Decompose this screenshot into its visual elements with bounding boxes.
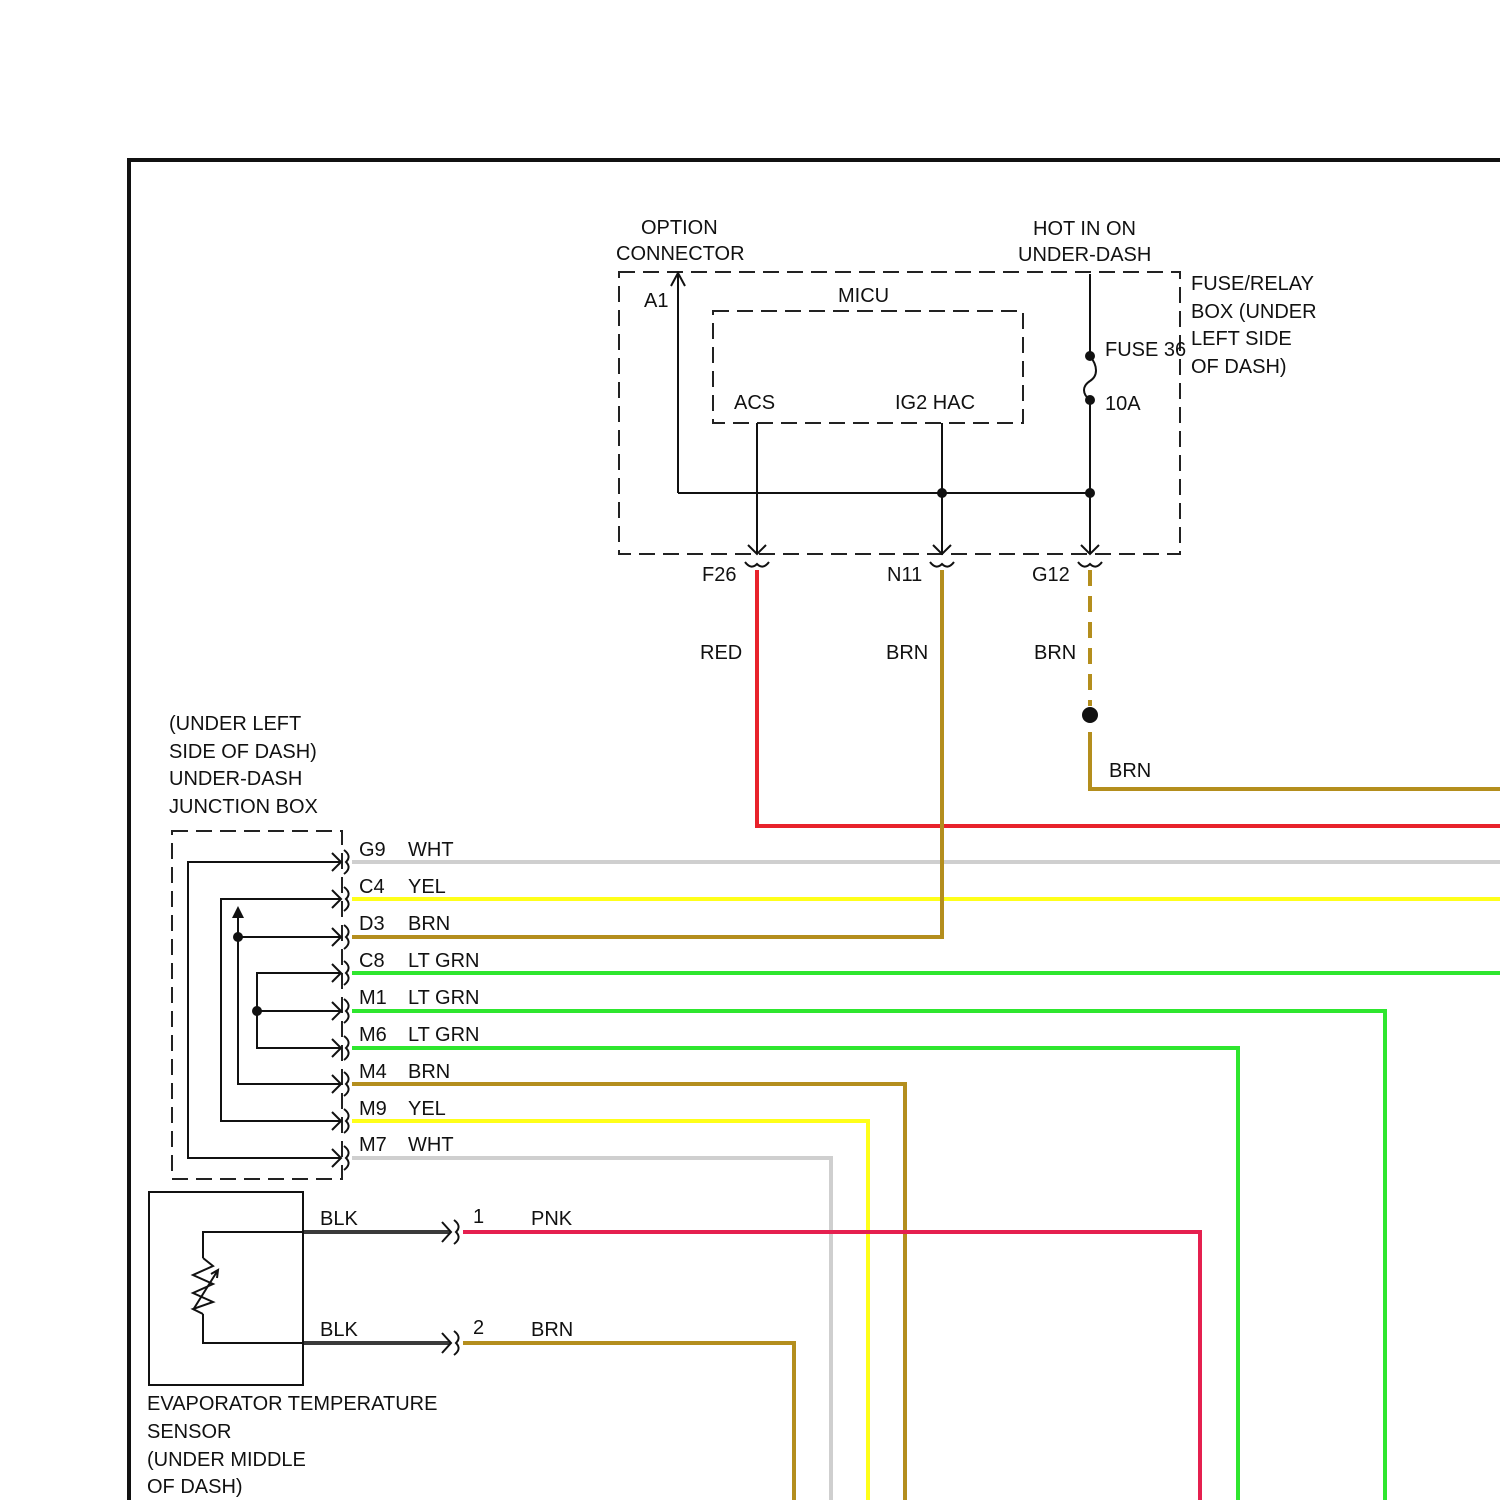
wire-brn-g12-branch xyxy=(1090,732,1500,789)
connector-socket xyxy=(1078,562,1102,567)
junction-pin-m9: M9 xyxy=(359,1098,387,1120)
sensor-pin-2-label: 2 xyxy=(473,1317,484,1339)
fuse-relay-box-label-4: OF DASH) xyxy=(1191,356,1287,378)
junction-wire-m1: LT GRN xyxy=(408,987,480,1009)
fuse-relay-box: OPTION CONNECTOR A1 MICU ACS IG2 HAC HOT… xyxy=(616,217,1317,554)
sensor-wire-2-label: BRN xyxy=(531,1319,573,1341)
option-connector-label-1: OPTION xyxy=(641,217,718,239)
junction-box: (UNDER LEFT SIDE OF DASH) UNDER-DASH JUN… xyxy=(169,713,480,1179)
junction-pin-c8: C8 xyxy=(359,950,385,972)
sensor-wire-1-label: PNK xyxy=(531,1208,573,1230)
wire-f26-color-label: RED xyxy=(700,642,742,664)
fuse-terminal-top xyxy=(1085,351,1095,361)
wire-wht-m7 xyxy=(352,1158,831,1500)
junction-pin-d3: D3 xyxy=(359,913,385,935)
wire-yel-m9 xyxy=(352,1121,868,1500)
junction-box-label-3: UNDER-DASH xyxy=(169,768,302,790)
top-connectors: F26 N11 G12 RED BRN BRN BRN xyxy=(700,545,1151,782)
sensor-label-4: OF DASH) xyxy=(147,1476,243,1498)
sensor-internal-wire xyxy=(203,1232,303,1343)
wire-g12-branch-color-label: BRN xyxy=(1109,760,1151,782)
junction-box-label-2: SIDE OF DASH) xyxy=(169,741,317,763)
micu-label: MICU xyxy=(838,285,889,307)
splice-dot xyxy=(252,1006,262,1016)
junction-box-label-4: JUNCTION BOX xyxy=(169,796,318,818)
splice-dot xyxy=(937,488,947,498)
wire-n11-color-label: BRN xyxy=(886,642,928,664)
sensor-wire-1-side-label: BLK xyxy=(320,1208,358,1230)
wire-brn-sensor-2 xyxy=(463,1343,794,1500)
sensor-label-2: SENSOR xyxy=(147,1421,231,1443)
connector-socket xyxy=(930,562,954,567)
fuse-relay-box-label-3: LEFT SIDE xyxy=(1191,328,1292,350)
option-connector-pin-label: A1 xyxy=(644,290,668,312)
fuse-name-label: FUSE 36 xyxy=(1105,339,1186,361)
micu-ig2hac-label: IG2 HAC xyxy=(895,392,975,414)
junction-wire-m7: WHT xyxy=(408,1134,454,1156)
sensor-wire-2-side-label: BLK xyxy=(320,1319,358,1341)
hot-in-on-label-2: UNDER-DASH xyxy=(1018,244,1151,266)
junction-wire-c8: LT GRN xyxy=(408,950,480,972)
sensor-label-1: EVAPORATOR TEMPERATURE xyxy=(147,1393,437,1415)
connector-f26-pin-label: F26 xyxy=(702,564,736,586)
junction-pin-m6: M6 xyxy=(359,1024,387,1046)
junction-pin-m7: M7 xyxy=(359,1134,387,1156)
fuse-rating-label: 10A xyxy=(1105,393,1141,415)
connector-socket xyxy=(745,562,769,567)
junction-pin-m4: M4 xyxy=(359,1061,387,1083)
junction-box-label-1: (UNDER LEFT xyxy=(169,713,301,735)
sensor-box xyxy=(149,1192,303,1385)
fuse-relay-box-label-1: FUSE/RELAY xyxy=(1191,273,1314,295)
junction-wire-c4: YEL xyxy=(408,876,446,898)
connector-n11-pin-label: N11 xyxy=(887,564,922,586)
junction-link-arrow xyxy=(232,906,244,918)
wire-g12-color-label: BRN xyxy=(1034,642,1076,664)
junction-pin-c4: C4 xyxy=(359,876,385,898)
hot-in-on-label-1: HOT IN ON xyxy=(1033,218,1136,240)
junction-link-c8-m1-m6 xyxy=(257,973,340,1048)
fuse-terminal-bottom xyxy=(1085,395,1095,405)
junction-wire-d3: BRN xyxy=(408,913,450,935)
option-connector-label-2: CONNECTOR xyxy=(616,243,745,265)
sensor-pin-1-label: 1 xyxy=(473,1206,484,1228)
sensor-label-3: (UNDER MIDDLE xyxy=(147,1449,306,1471)
junction-pin-m1: M1 xyxy=(359,987,387,1009)
connector-g12-pin-label: G12 xyxy=(1032,564,1070,586)
fuse-relay-box-label-2: BOX (UNDER xyxy=(1191,301,1317,323)
junction-wire-g9: WHT xyxy=(408,839,454,861)
page-frame xyxy=(129,160,1500,1500)
junction-wire-m6: LT GRN xyxy=(408,1024,480,1046)
junction-wire-m4: BRN xyxy=(408,1061,450,1083)
junction-pin-g9: G9 xyxy=(359,839,386,861)
splice-dot xyxy=(233,932,243,942)
splice-dot xyxy=(1085,488,1095,498)
micu-acs-label: ACS xyxy=(734,392,775,414)
splice-dot xyxy=(1082,707,1098,723)
junction-wire-m9: YEL xyxy=(408,1098,446,1120)
fuse-element xyxy=(1084,356,1096,400)
colored-wires xyxy=(303,570,1500,1500)
